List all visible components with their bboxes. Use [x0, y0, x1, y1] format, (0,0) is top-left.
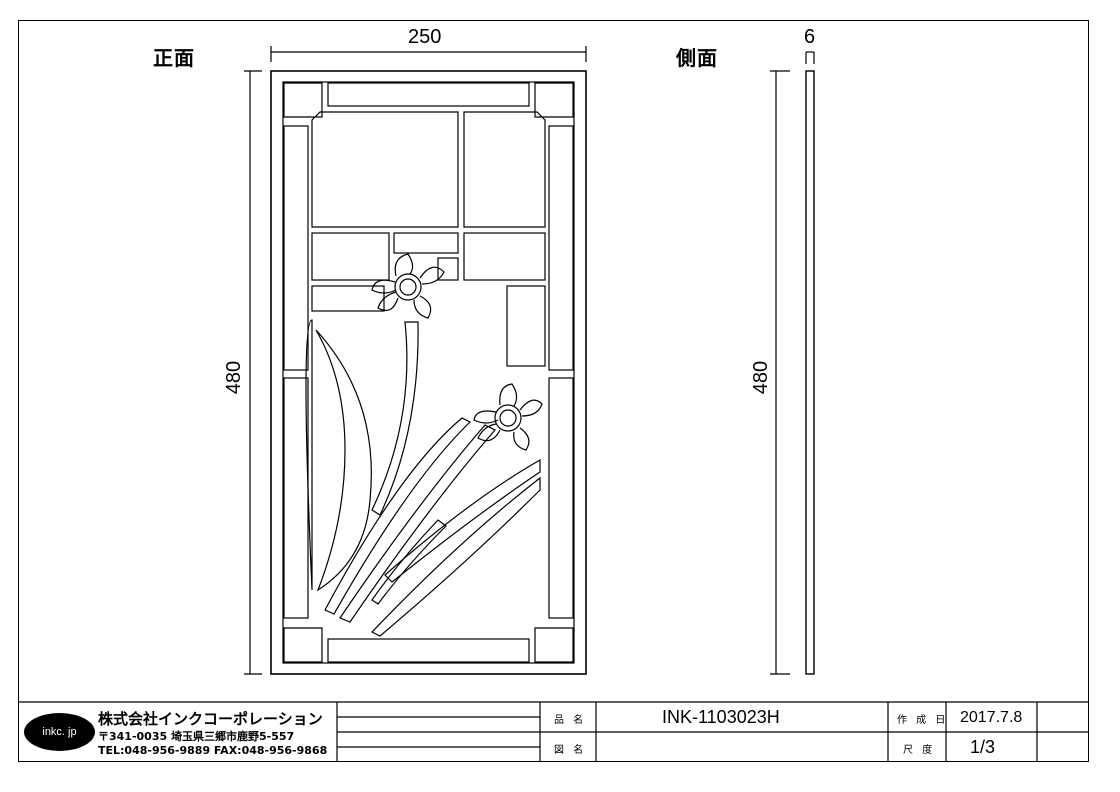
company-tel-fax: TEL:048-956-9889 FAX:048-956-9868 — [98, 744, 328, 757]
front-view-panel — [270, 70, 587, 675]
date-label: 作 成 日 — [897, 715, 949, 726]
side-thickness-dimension-line — [805, 51, 815, 64]
company-logo: inkc. jp — [24, 713, 95, 751]
scale-value: 1/3 — [970, 737, 996, 757]
product-name-value: INK-1103023H — [662, 707, 780, 727]
drawing-border — [18, 20, 1089, 762]
company-address: 〒341-0035 埼玉県三郷市鹿野5-557 — [98, 730, 295, 743]
product-name-label: 品 名 — [554, 715, 587, 726]
side-height-dimension-line — [770, 70, 790, 675]
company-name: 株式会社インクコーポレーション — [98, 710, 323, 728]
side-view-label: 側面 — [676, 46, 718, 70]
side-view-panel — [805, 70, 815, 675]
front-width-dimension: 250 — [408, 26, 442, 48]
side-thickness-dimension: 6 — [804, 26, 816, 48]
date-value: 2017.7.8 — [960, 709, 1023, 726]
flower-1 — [371, 253, 445, 319]
front-view-label: 正面 — [153, 46, 195, 70]
front-width-dimension-line — [270, 46, 587, 62]
front-height-dimension-line — [244, 70, 262, 675]
drawing-name-label: 図 名 — [554, 745, 587, 756]
title-block-grid — [18, 701, 1089, 762]
scale-label: 尺 度 — [903, 745, 936, 756]
flower-2 — [473, 383, 543, 451]
